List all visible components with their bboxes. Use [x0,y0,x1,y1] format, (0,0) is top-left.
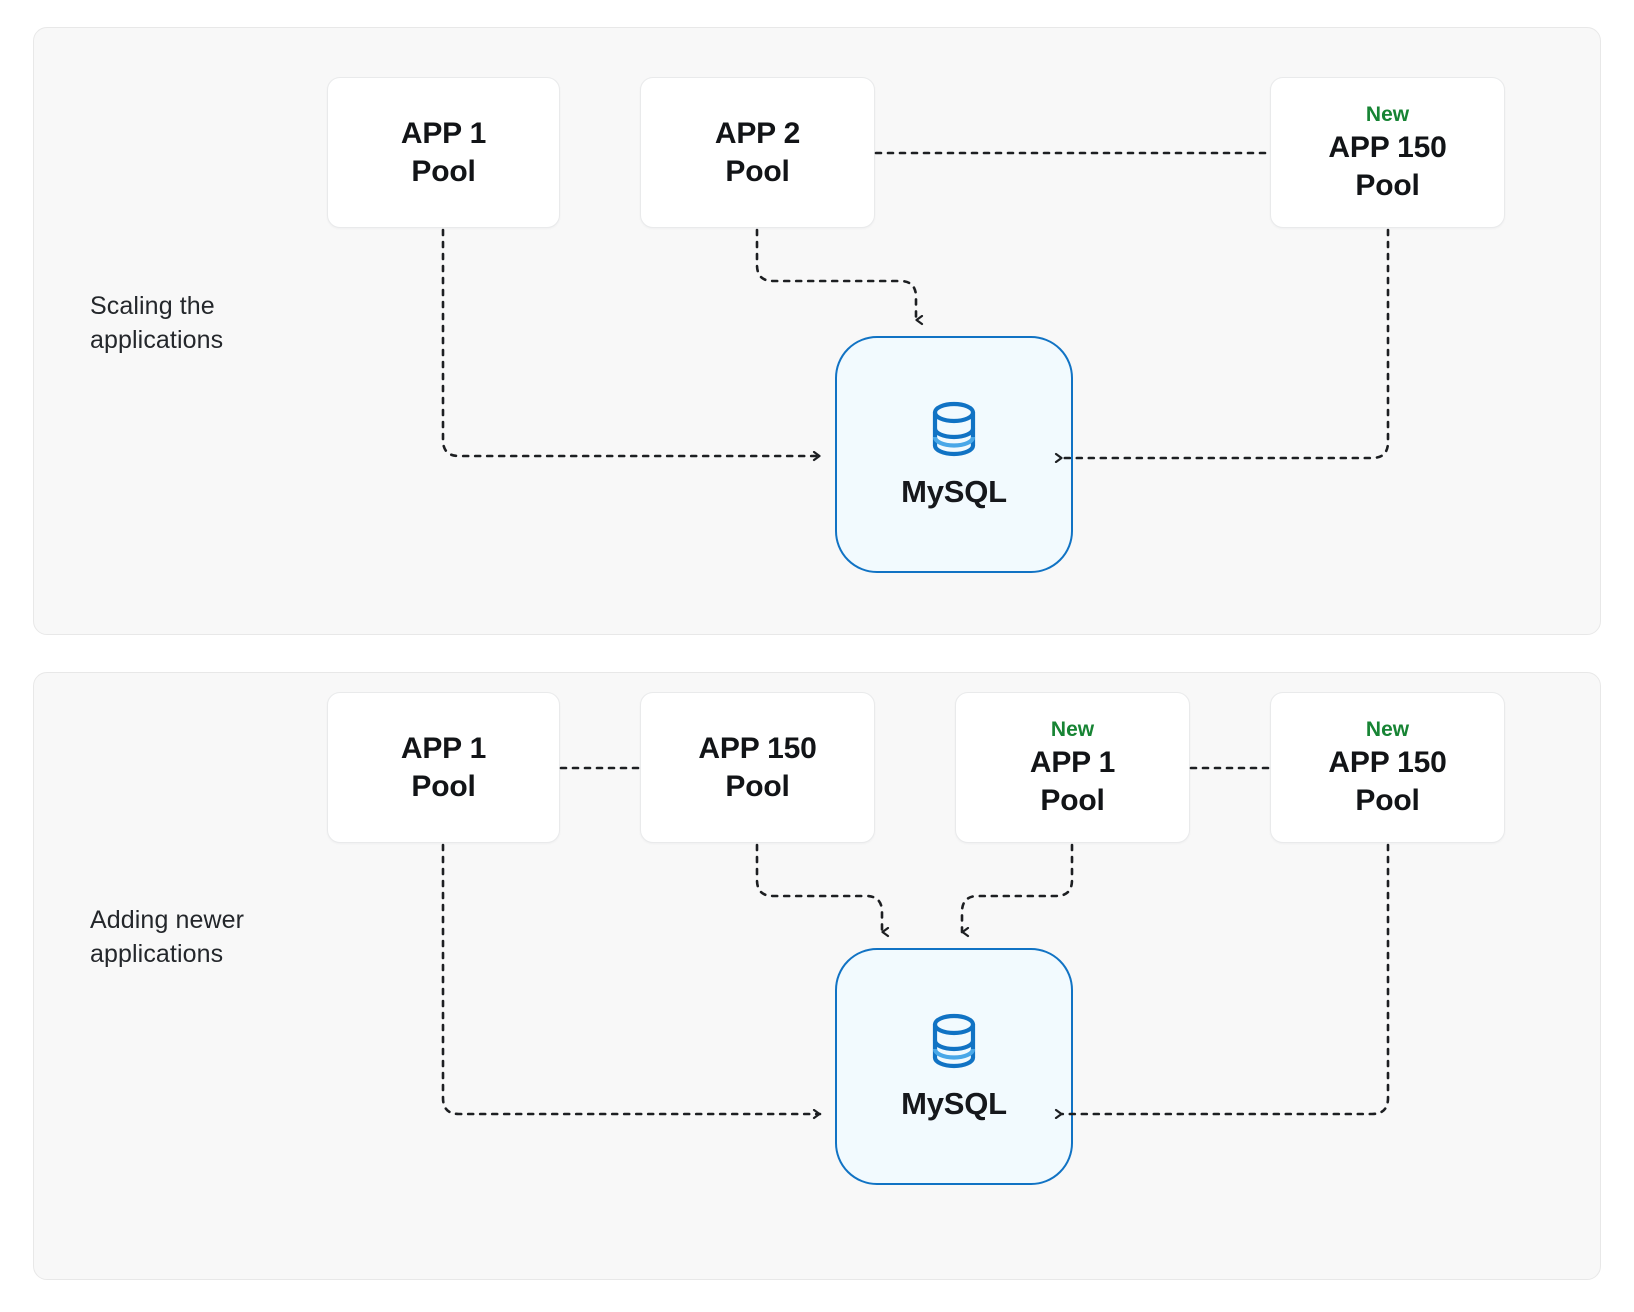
node-app-1-pool[interactable]: APP 1 Pool [327,77,560,228]
node-mysql-database-top[interactable]: MySQL [835,336,1073,573]
new-badge: New [1050,717,1095,741]
panel-label-scaling: Scaling the applications [90,292,224,354]
node-title: APP 1 Pool [400,731,487,803]
node-title: APP 150 Pool [1328,130,1447,202]
database-label: MySQL [901,1086,1007,1121]
node-mysql-database-bottom[interactable]: MySQL [835,948,1073,1185]
database-icon [927,399,981,464]
node-new-app-150-pool-bottom[interactable]: New APP 150 Pool [1270,692,1505,843]
database-icon [927,1011,981,1076]
node-new-app-150-pool[interactable]: New APP 150 Pool [1270,77,1505,228]
node-app-1-pool-bottom[interactable]: APP 1 Pool [327,692,560,843]
node-title: APP 1 Pool [1029,745,1116,817]
new-badge: New [1365,717,1410,741]
panel-label-adding: Adding newer applications [90,906,245,968]
node-app-150-pool-bottom[interactable]: APP 150 Pool [640,692,875,843]
new-badge: New [1365,102,1410,126]
node-title: APP 1 Pool [400,116,487,188]
database-label: MySQL [901,474,1007,509]
node-app-2-pool[interactable]: APP 2 Pool [640,77,875,228]
node-new-app-1-pool-bottom[interactable]: New APP 1 Pool [955,692,1190,843]
node-title: APP 150 Pool [1328,745,1447,817]
node-title: APP 2 Pool [714,116,801,188]
node-title: APP 150 Pool [698,731,817,803]
